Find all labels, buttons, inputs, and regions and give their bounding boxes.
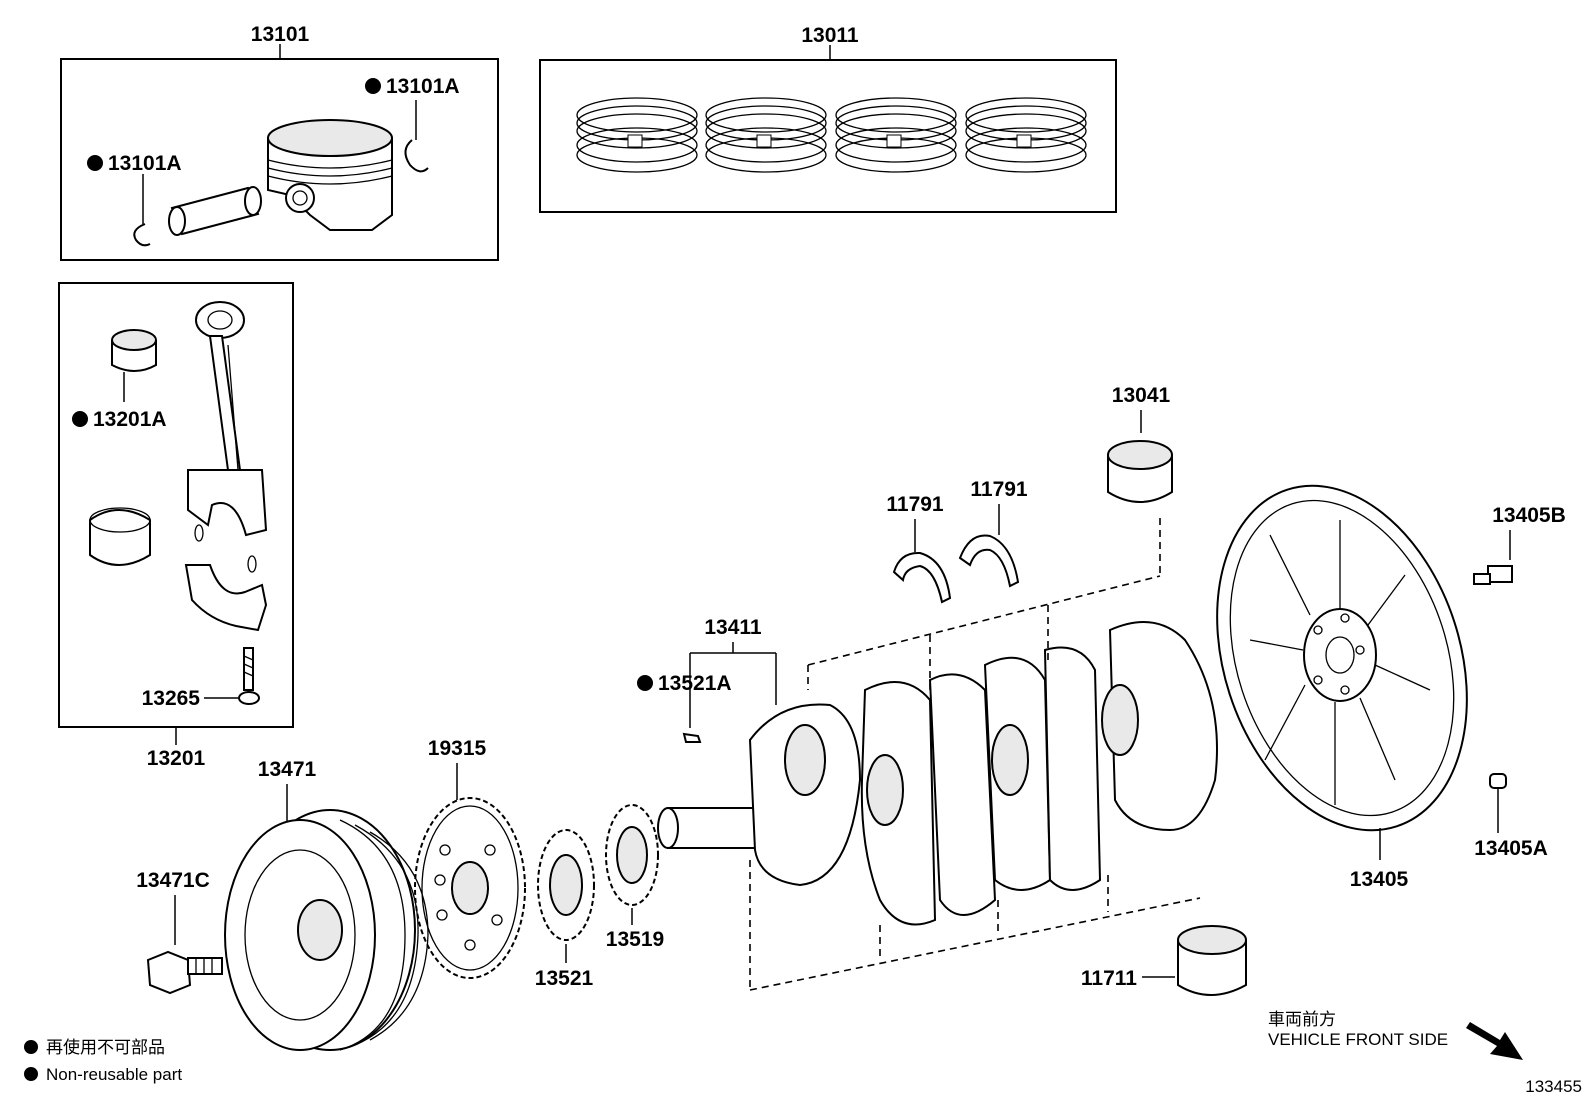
label-11791-b[interactable]: 11791 [970, 478, 1028, 501]
label-13405A[interactable]: 13405A [1474, 837, 1548, 860]
legend-marker-en [24, 1067, 38, 1081]
drive-plate [1216, 484, 1468, 832]
legend-marker-jp [24, 1040, 38, 1054]
non-reusable-marker [365, 78, 381, 94]
label-13405[interactable]: 13405 [1350, 868, 1409, 891]
front-jp: 車両前方 [1268, 1010, 1336, 1029]
diagram-id: 133455 [1525, 1077, 1582, 1096]
piston-pin [168, 186, 262, 236]
front-arrow-icon [1466, 1022, 1523, 1060]
label-13265[interactable]: 13265 [142, 687, 201, 710]
piston-ring-box [539, 59, 1117, 213]
rod-bearing [89, 507, 151, 566]
legend-en: Non-reusable part [46, 1065, 182, 1084]
crankshaft-key [682, 732, 702, 743]
drive-plate-bolt [1473, 565, 1513, 585]
label-13041[interactable]: 13041 [1112, 384, 1171, 407]
non-reusable-marker [87, 155, 103, 171]
vehicle-front-indicator: 車両前方 VEHICLE FRONT SIDE [1268, 1010, 1523, 1060]
ring-3 [835, 97, 957, 173]
label-13101A-top[interactable]: 13101A [386, 75, 460, 98]
snap-ring-right [404, 139, 429, 173]
label-13405B[interactable]: 13405B [1492, 504, 1566, 527]
piston-ring-set: 13011 [539, 24, 1117, 213]
label-13011[interactable]: 13011 [801, 24, 859, 47]
drive-plate-spacer [1489, 773, 1507, 789]
snap-ring-left [133, 223, 151, 247]
label-13471C[interactable]: 13471C [136, 869, 210, 892]
label-13519[interactable]: 13519 [606, 928, 664, 951]
legend: 再使用不可部品 Non-reusable part [24, 1037, 182, 1084]
label-13101A-left[interactable]: 13101A [108, 152, 182, 175]
label-11791-a[interactable]: 11791 [886, 493, 944, 516]
main-bearing-upper [1107, 440, 1173, 503]
crankshaft-sprocket [537, 829, 595, 941]
label-13471[interactable]: 13471 [258, 758, 317, 781]
non-reusable-marker [72, 411, 88, 427]
label-13411[interactable]: 13411 [704, 616, 762, 639]
timing-rotor [414, 797, 526, 979]
label-13101[interactable]: 13101 [251, 23, 310, 46]
piston [267, 119, 393, 231]
label-13201[interactable]: 13201 [147, 747, 206, 770]
label-11711[interactable]: 11711 [1081, 967, 1137, 990]
legend-jp: 再使用不可部品 [46, 1037, 165, 1057]
crankshaft-pulley [224, 809, 429, 1051]
piston-group: 13101 13101A 13101A [60, 23, 499, 261]
label-19315[interactable]: 19315 [428, 737, 487, 760]
ring-4 [965, 97, 1087, 173]
main-bearing-lower [1177, 925, 1247, 996]
thrust-washer-b [958, 534, 1020, 588]
thrust-washer-a [892, 551, 952, 604]
crankshaft-gear [605, 804, 659, 906]
rod-bolt [238, 647, 260, 705]
label-13521[interactable]: 13521 [535, 967, 594, 990]
front-en: VEHICLE FRONT SIDE [1268, 1030, 1448, 1049]
rod-bushing [111, 329, 157, 372]
rod-cap [184, 564, 268, 632]
non-reusable-marker [637, 675, 653, 691]
label-13521A[interactable]: 13521A [658, 672, 732, 695]
connecting-rod [187, 301, 268, 537]
crankshaft [657, 621, 1218, 926]
label-13201A[interactable]: 13201A [93, 408, 167, 431]
ring-1 [576, 97, 698, 173]
ring-2 [705, 97, 827, 173]
alignment-lines [749, 518, 1201, 991]
connecting-rod-group: 13201 13201A [58, 282, 294, 770]
pulley-bolt [146, 950, 223, 995]
